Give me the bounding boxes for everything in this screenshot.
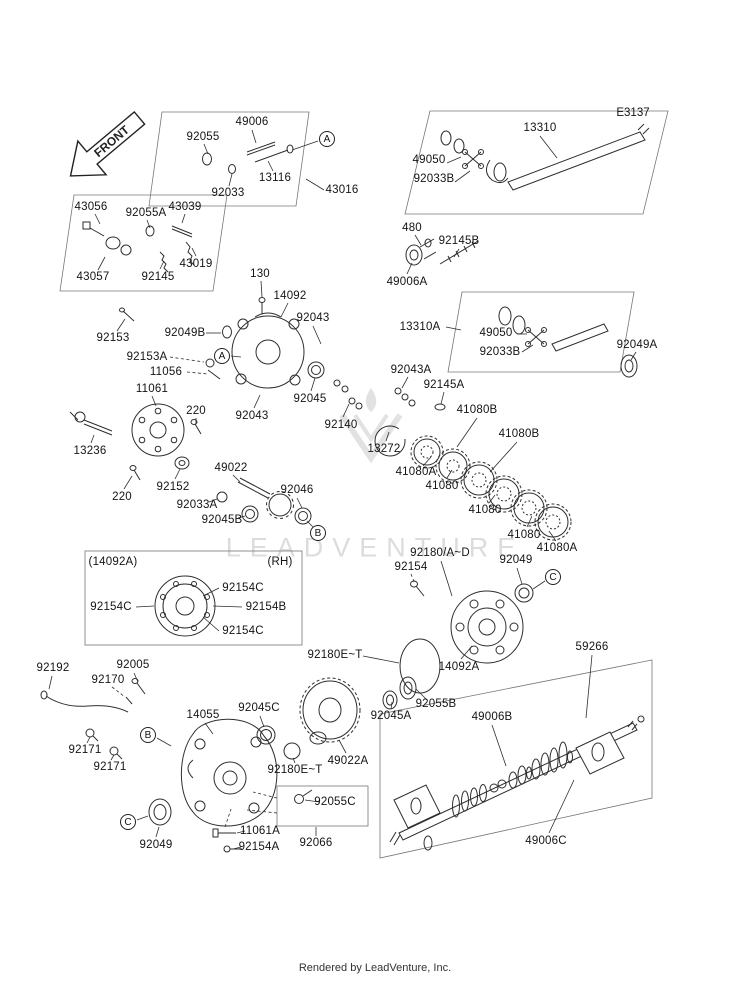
part-label-41080a[interactable]: 41080A <box>395 466 437 478</box>
part-label-49050[interactable]: 49050 <box>479 327 513 339</box>
part-label-92145b[interactable]: 92145B <box>438 235 480 247</box>
parts-art <box>40 123 650 853</box>
part-label-92043[interactable]: 92043 <box>296 312 330 324</box>
part-label-92049a[interactable]: 92049A <box>616 339 658 351</box>
part-label-92055b[interactable]: 92055B <box>415 698 457 710</box>
part-label-41080b[interactable]: 41080B <box>498 428 540 440</box>
footer-credit: Rendered by LeadVenture, Inc. <box>298 962 452 974</box>
part-label-13116[interactable]: 13116 <box>258 172 292 184</box>
part-label-92180ad[interactable]: 92180/A~D <box>410 547 470 559</box>
part-label-92043[interactable]: 92043 <box>235 410 269 422</box>
part-label-11061[interactable]: 11061 <box>135 383 169 395</box>
part-label-49006a[interactable]: 49006A <box>386 276 428 288</box>
part-label-43039[interactable]: 43039 <box>168 201 202 213</box>
part-label-92049[interactable]: 92049 <box>499 554 533 566</box>
part-label-13272[interactable]: 13272 <box>367 443 401 455</box>
part-label-92170[interactable]: 92170 <box>91 674 125 686</box>
part-label-14092[interactable]: 14092 <box>273 290 307 302</box>
part-label-92045b[interactable]: 92045B <box>201 514 243 526</box>
part-label-13236[interactable]: 13236 <box>73 445 107 457</box>
part-label-41080[interactable]: 41080 <box>507 529 541 541</box>
part-label-92154c[interactable]: 92154C <box>222 625 264 637</box>
part-label-92145[interactable]: 92145 <box>141 271 175 283</box>
ref-marker-c: C <box>545 569 561 585</box>
ref-marker-b: B <box>310 525 326 541</box>
leader-lines <box>48 129 637 850</box>
part-label-220[interactable]: 220 <box>112 491 132 503</box>
part-label-41080a[interactable]: 41080A <box>536 542 578 554</box>
watermark-logo-icon <box>339 388 403 464</box>
part-label-92153a[interactable]: 92153A <box>126 351 168 363</box>
part-label-43056[interactable]: 43056 <box>74 201 108 213</box>
part-label-92153[interactable]: 92153 <box>96 332 130 344</box>
part-label-92055a[interactable]: 92055A <box>125 207 167 219</box>
part-label-92180et[interactable]: 92180E~T <box>307 649 363 661</box>
part-label-92152[interactable]: 92152 <box>156 481 190 493</box>
part-label-92154b[interactable]: 92154B <box>245 601 287 613</box>
part-label-480[interactable]: 480 <box>402 222 422 234</box>
part-label-92140[interactable]: 92140 <box>324 419 358 431</box>
part-label-14092a[interactable]: 14092A <box>438 661 480 673</box>
part-label-49022[interactable]: 49022 <box>214 462 248 474</box>
watermark-text: LEADVENTURE <box>225 532 525 563</box>
part-label-220[interactable]: 220 <box>186 405 206 417</box>
part-label-14092a[interactable]: (14092A) <box>88 556 138 568</box>
part-label-43019[interactable]: 43019 <box>179 258 213 270</box>
part-label-41080b[interactable]: 41080B <box>456 404 498 416</box>
part-label-92192[interactable]: 92192 <box>36 662 70 674</box>
diagram-code: E3137 <box>616 107 650 119</box>
part-label-49050[interactable]: 49050 <box>412 154 446 166</box>
part-label-92055[interactable]: 92055 <box>186 131 220 143</box>
part-label-92049[interactable]: 92049 <box>139 839 173 851</box>
ref-marker-b: B <box>140 727 156 743</box>
part-label-92045a[interactable]: 92045A <box>370 710 412 722</box>
part-label-49022a[interactable]: 49022A <box>327 755 369 767</box>
part-label-92154a[interactable]: 92154A <box>238 841 280 853</box>
part-label-92154c[interactable]: 92154C <box>90 601 132 613</box>
part-label-11056[interactable]: 11056 <box>149 366 183 378</box>
part-label-92154c[interactable]: 92154C <box>222 582 264 594</box>
part-label-92033b[interactable]: 92033B <box>479 346 521 358</box>
part-label-13310[interactable]: 13310 <box>523 122 557 134</box>
ref-marker-c: C <box>120 814 136 830</box>
part-label-59266[interactable]: 59266 <box>575 641 609 653</box>
ref-marker-a: A <box>319 131 335 147</box>
group-boxes <box>59 110 669 859</box>
part-label-92033[interactable]: 92033 <box>211 187 245 199</box>
part-label-92066[interactable]: 92066 <box>299 837 333 849</box>
part-label-92049b[interactable]: 92049B <box>164 327 206 339</box>
part-label-92005[interactable]: 92005 <box>116 659 150 671</box>
part-label-92045c[interactable]: 92045C <box>238 702 280 714</box>
part-label-92043a[interactable]: 92043A <box>390 364 432 376</box>
part-label-92055c[interactable]: 92055C <box>314 796 356 808</box>
part-label-rh[interactable]: (RH) <box>267 556 293 568</box>
part-label-49006c[interactable]: 49006C <box>525 835 567 847</box>
part-label-49006b[interactable]: 49006B <box>471 711 513 723</box>
part-label-92180et[interactable]: 92180E~T <box>267 764 323 776</box>
part-label-41080[interactable]: 41080 <box>468 504 502 516</box>
part-label-92033a[interactable]: 92033A <box>176 499 218 511</box>
part-label-92033b[interactable]: 92033B <box>413 173 455 185</box>
part-label-92046[interactable]: 92046 <box>280 484 314 496</box>
part-label-92045[interactable]: 92045 <box>293 393 327 405</box>
part-label-13310a[interactable]: 13310A <box>399 321 441 333</box>
part-label-14055[interactable]: 14055 <box>186 709 220 721</box>
ref-marker-a: A <box>214 348 230 364</box>
part-label-49006[interactable]: 49006 <box>235 116 269 128</box>
part-label-92154[interactable]: 92154 <box>394 561 428 573</box>
part-label-43016[interactable]: 43016 <box>325 184 359 196</box>
part-label-92171[interactable]: 92171 <box>68 744 102 756</box>
part-label-11061a[interactable]: 11061A <box>240 825 280 837</box>
part-label-92145a[interactable]: 92145A <box>423 379 465 391</box>
part-label-130[interactable]: 130 <box>250 268 270 280</box>
part-label-92171[interactable]: 92171 <box>93 761 127 773</box>
part-label-43057[interactable]: 43057 <box>76 271 110 283</box>
part-label-41080[interactable]: 41080 <box>425 480 459 492</box>
